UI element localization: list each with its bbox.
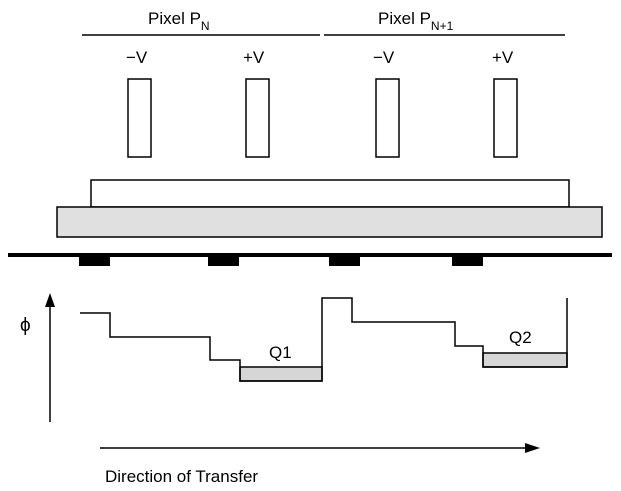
electrode-label-1: −V bbox=[126, 48, 148, 67]
potential-profile bbox=[80, 297, 568, 382]
pixel-header-n: Pixel PN bbox=[82, 9, 320, 36]
pixel-label-n: Pixel PN bbox=[148, 9, 210, 33]
charge-packet-q1 bbox=[239, 366, 323, 382]
gate-electrode-3 bbox=[375, 78, 400, 158]
charge-packet-q2 bbox=[482, 352, 568, 368]
implant-contact-4 bbox=[452, 257, 483, 266]
charge-label-q1: Q1 bbox=[269, 343, 292, 362]
transfer-arrowhead bbox=[525, 443, 540, 453]
pixel-label-n-plus-1: Pixel PN+1 bbox=[378, 9, 454, 33]
charge-label-q2: Q2 bbox=[509, 328, 532, 347]
phi-axis-label: ϕ bbox=[20, 315, 31, 336]
gate-electrode-1 bbox=[127, 78, 152, 158]
electrode-label-3: −V bbox=[373, 48, 395, 67]
electrode-label-2: +V bbox=[243, 48, 265, 67]
gate-electrode-4 bbox=[493, 78, 518, 158]
phi-axis-arrowhead bbox=[45, 293, 55, 307]
implant-contact-3 bbox=[329, 257, 360, 266]
implant-contact-1 bbox=[79, 257, 110, 266]
oxide-layer bbox=[56, 206, 603, 238]
electrode-label-4: +V bbox=[492, 48, 514, 67]
implant-contact-2 bbox=[208, 257, 239, 266]
pixel-header-n-plus-1: Pixel PN+1 bbox=[324, 9, 565, 36]
gate-electrode-2 bbox=[245, 78, 270, 158]
insulator-layer bbox=[90, 179, 570, 208]
transfer-label: Direction of Transfer bbox=[105, 467, 258, 486]
